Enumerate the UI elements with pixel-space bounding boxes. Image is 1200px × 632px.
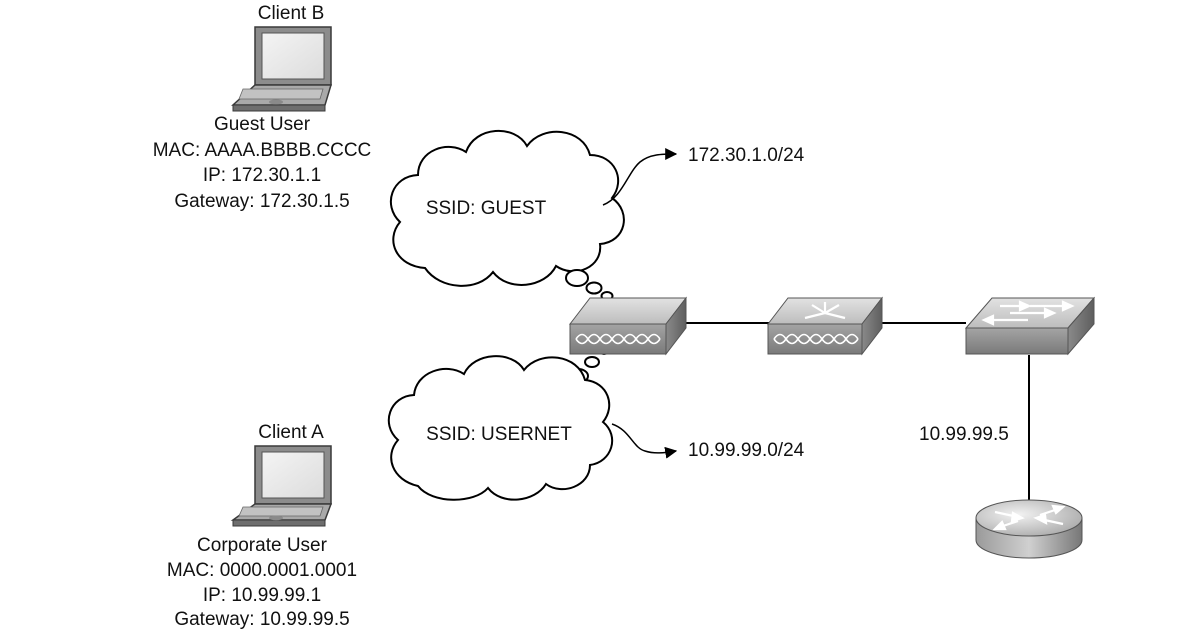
client-b-title: Client B <box>257 3 325 24</box>
network-links <box>684 322 1030 510</box>
wlan-controller-icon <box>766 296 884 356</box>
router-ip-label: 10.99.99.5 <box>919 424 1009 445</box>
client-b-mac: MAC: AAAA.BBBB.CCCC <box>152 140 372 161</box>
ssid-guest-label: SSID: GUEST <box>425 198 547 219</box>
client-a-gateway: Gateway: 10.99.99.5 <box>174 609 350 630</box>
usernet-subnet-arrow <box>611 423 678 459</box>
guest-subnet-label: 172.30.1.0/24 <box>688 145 805 166</box>
usernet-subnet-label: 10.99.99.0/24 <box>688 440 805 461</box>
client-a-title: Client A <box>258 422 324 443</box>
client-b-ip: IP: 172.30.1.1 <box>202 165 322 186</box>
client-a-ip: IP: 10.99.99.1 <box>202 585 322 606</box>
guest-subnet-arrow <box>602 148 678 206</box>
laptop-icon <box>231 26 333 112</box>
router-icon <box>975 499 1083 559</box>
ssid-guest-cloud <box>390 130 625 301</box>
switch-icon <box>964 296 1096 356</box>
client-a-mac: MAC: 0000.0001.0001 <box>166 560 358 581</box>
access-point-icon <box>568 296 688 356</box>
laptop-icon <box>230 445 333 527</box>
ssid-usernet-label: SSID: USERNET <box>426 424 572 445</box>
client-b-gateway: Gateway: 172.30.1.5 <box>174 191 350 212</box>
client-b-user: Guest User <box>213 114 311 135</box>
client-a-user: Corporate User <box>197 535 327 556</box>
